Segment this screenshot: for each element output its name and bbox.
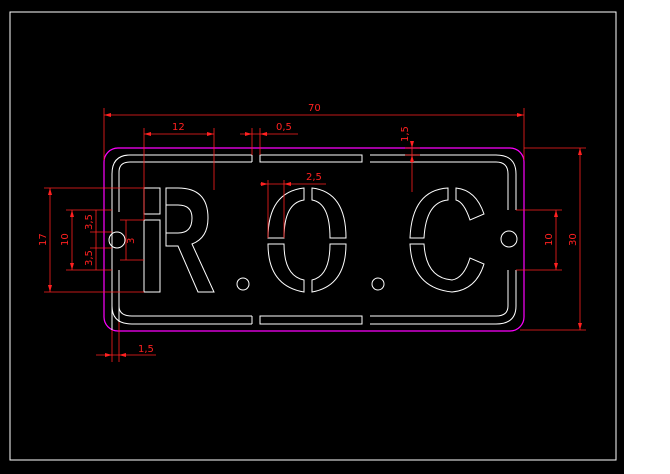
mount-hole-left [108, 231, 126, 249]
dim-left-height: 17 [38, 233, 49, 246]
letter-o [267, 187, 347, 293]
dot-1 [236, 277, 250, 291]
dim-stroke-width: 2,5 [306, 172, 322, 183]
letter-c [409, 187, 485, 293]
dim-left-small-a: 3,5 [84, 214, 95, 230]
dimension-lines [44, 108, 586, 362]
dot-2 [371, 277, 385, 291]
plate-outline [103, 147, 525, 332]
dim-margin-top: 1,5 [400, 126, 411, 142]
dim-gap-top: 0,5 [276, 122, 292, 133]
dim-overall-width: 70 [308, 103, 321, 114]
dim-bottom-margin: 1,5 [138, 344, 154, 355]
dim-right-height: 30 [568, 233, 579, 246]
dim-letter-width: 12 [172, 122, 185, 133]
dim-left-small-c: 3,5 [84, 250, 95, 266]
dim-left-inner: 10 [60, 233, 71, 246]
dim-right-inner: 10 [544, 233, 555, 246]
dimension-arrows [48, 113, 582, 357]
dim-left-small-b: 3 [126, 238, 137, 244]
mount-hole-right [500, 230, 518, 248]
viewport-border [9, 11, 617, 461]
stencil-frame [111, 154, 517, 330]
screen-edge [624, 0, 670, 474]
